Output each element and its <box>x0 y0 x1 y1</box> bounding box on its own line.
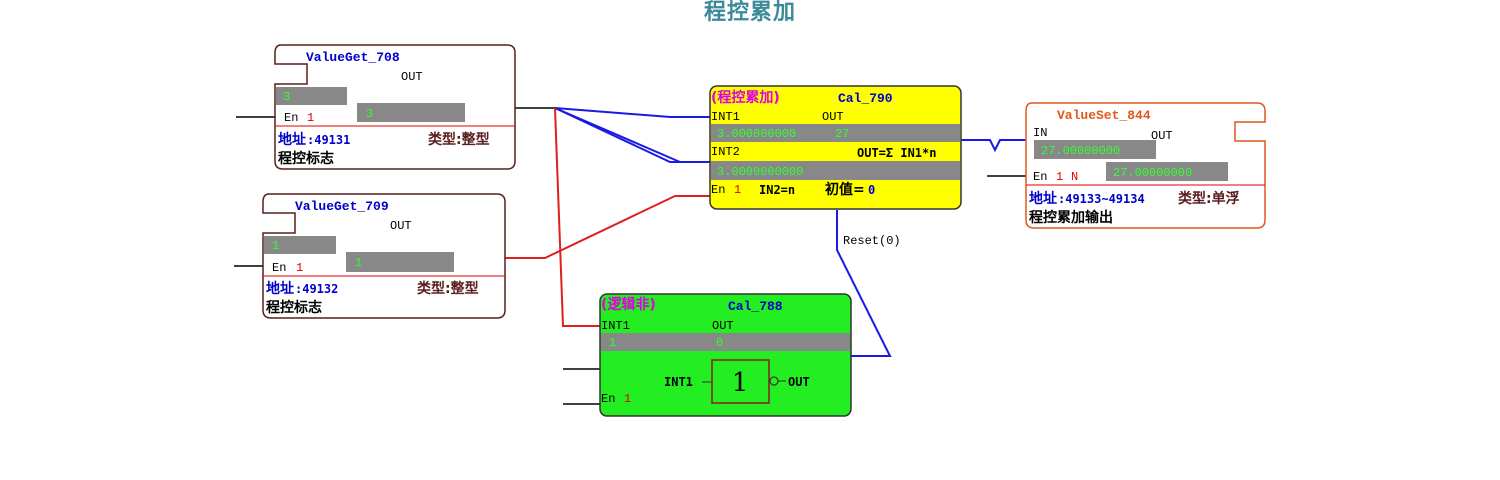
not-gate <box>711 359 770 404</box>
vg708-output-field <box>357 103 465 122</box>
block-cal-788[interactable]: (逻辑非) Cal_788 INT1 OUT 1 0 INT1 1 OUT En… <box>599 293 852 417</box>
cal788-int1-value: 1 <box>609 336 616 350</box>
wire-reset <box>836 210 892 357</box>
vs844-en-value: 1 <box>1056 170 1063 184</box>
vs844-out-value: 27.00000000 <box>1113 166 1192 180</box>
reset-label: Reset(0) <box>843 234 901 248</box>
vg708-addr-label: 地址 <box>278 131 306 148</box>
vg708-type-label: 类型 <box>428 131 456 148</box>
vg708-en-value: 1 <box>307 111 314 125</box>
block-valueset-844[interactable]: ValueSet_844 IN OUT 27.00000000 27.00000… <box>1025 102 1266 229</box>
vg708-input-value: 3 <box>283 90 290 104</box>
vg709-en-label: En <box>272 261 286 275</box>
cal790-int2-value: 3.0000000000 <box>717 165 803 179</box>
vg709-addr-value: :49132 <box>295 282 338 296</box>
block-cal-790[interactable]: (程控累加) Cal_790 INT1 OUT 3.000000000 27 I… <box>709 85 962 210</box>
block-valueget-709[interactable]: ValueGet_709 OUT 1 1 En 1 地址 :49132 类型 :… <box>262 193 506 319</box>
cal788-out-label: OUT <box>712 319 734 333</box>
cal788-gate-in-label: INT1 <box>664 375 693 389</box>
cal790-int2-label: INT2 <box>711 145 740 159</box>
cal788-gate-out-label: OUT <box>788 375 810 389</box>
vg708-out-label: OUT <box>401 70 423 84</box>
vs844-type-value: :单浮 <box>1206 190 1240 207</box>
cal790-init-label: 初值= <box>825 181 865 198</box>
wire-cal790-to-vs844 <box>961 139 1026 153</box>
vg708-title: ValueGet_708 <box>306 50 400 65</box>
cal788-en-value: 1 <box>624 392 631 406</box>
cal790-out-label: OUT <box>822 110 844 124</box>
cal790-title: Cal_790 <box>838 91 893 106</box>
cal788-tag: (逻辑非) <box>601 296 656 313</box>
vg708-input-field <box>276 87 347 105</box>
cal790-en-label: En <box>711 183 725 197</box>
vg709-type-label: 类型 <box>417 280 445 297</box>
vs844-in-label: IN <box>1033 126 1047 140</box>
vs844-desc: 程控累加输出 <box>1029 209 1113 226</box>
wire-vg709-to-cal790-en <box>505 195 710 259</box>
vs844-type-label: 类型 <box>1178 190 1206 207</box>
cal790-int1-value: 3.000000000 <box>717 127 796 141</box>
vg708-desc: 程控标志 <box>278 150 334 167</box>
cal790-tag: (程控累加) <box>711 89 780 106</box>
cal788-en-label: En <box>601 392 615 406</box>
cal790-out-value: 27 <box>835 127 849 141</box>
cal790-int1-field <box>711 124 960 142</box>
cal788-out-value: 0 <box>716 336 723 350</box>
cal788-int1-field <box>601 333 850 351</box>
vg709-en-value: 1 <box>296 261 303 275</box>
vg709-output-field <box>346 252 454 272</box>
vg709-desc: 程控标志 <box>266 299 322 316</box>
block-valueget-708[interactable]: ValueGet_708 OUT 3 3 En 1 地址 :49131 类型 :… <box>274 44 516 170</box>
cal788-title: Cal_788 <box>728 299 783 314</box>
vg709-input-field <box>264 236 336 254</box>
cal790-int2-field <box>711 161 960 180</box>
wire-vg708-branch <box>554 107 681 163</box>
vg708-type-value: :整型 <box>456 131 490 148</box>
vg709-output-value: 1 <box>355 256 362 270</box>
vg708-output-value: 3 <box>366 107 373 121</box>
cal788-int1-label: INT1 <box>601 319 630 333</box>
wire-vg708-to-cal790-int2 <box>554 107 710 163</box>
vs844-in-value: 27.00000000 <box>1041 144 1120 158</box>
vs844-addr-label: 地址 <box>1029 190 1057 207</box>
vs844-title: ValueSet_844 <box>1057 108 1151 123</box>
vs844-out-label: OUT <box>1151 129 1173 143</box>
page-title: 程控累加 <box>703 0 796 25</box>
vg709-title: ValueGet_709 <box>295 199 389 214</box>
vs844-addr-value: :49133~49134 <box>1058 192 1145 206</box>
cal790-en-value: 1 <box>734 183 741 197</box>
vs844-n-label: N <box>1071 170 1078 184</box>
wires <box>234 107 1026 405</box>
cal790-formula: OUT=Σ IN1*n <box>857 146 936 160</box>
cal788-gate-symbol: 1 <box>732 368 749 398</box>
cal790-int1-label: INT1 <box>711 110 740 124</box>
wire-vg708-to-cal790-int1 <box>554 107 710 118</box>
vg709-input-value: 1 <box>272 239 279 253</box>
vs844-out-field <box>1106 162 1228 181</box>
cal790-init-value: 0 <box>868 183 875 197</box>
wire-vg708-to-cal788 <box>554 107 600 327</box>
vg709-addr-label: 地址 <box>266 280 294 297</box>
vg708-en-label: En <box>284 111 298 125</box>
vg708-addr-value: :49131 <box>307 133 350 147</box>
vs844-en-label: En <box>1033 170 1047 184</box>
vs844-in-field <box>1034 140 1156 159</box>
vg709-type-value: :整型 <box>445 280 479 297</box>
vg709-out-label: OUT <box>390 219 412 233</box>
cal790-n-label: IN2=n <box>759 183 795 197</box>
